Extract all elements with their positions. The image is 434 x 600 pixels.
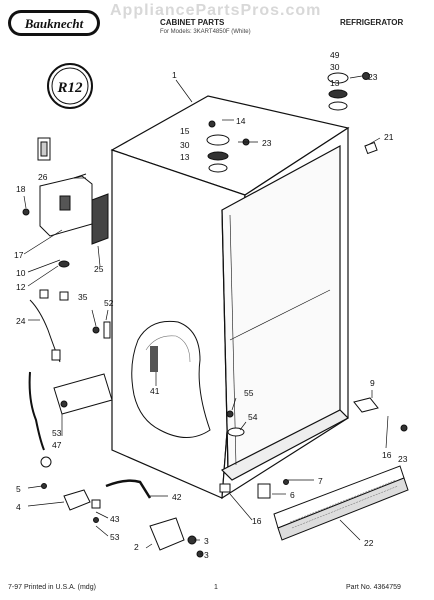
callout-6: 6 [290, 490, 295, 500]
callout-22: 22 [364, 538, 374, 548]
section-title: CABINET PARTS [160, 18, 225, 27]
callout-24: 24 [16, 316, 26, 326]
callout-55: 55 [244, 388, 254, 398]
callout-42: 42 [172, 492, 182, 502]
callout-23: 23 [368, 72, 378, 82]
callout-52: 52 [104, 298, 114, 308]
callout-30b: 30 [180, 140, 190, 150]
callout-4: 4 [16, 502, 21, 512]
callout-49: 49 [330, 50, 340, 60]
part-number: Part No. 4364759 [346, 584, 401, 591]
printed-note: 7-97 Printed in U.S.A. (mdg) [8, 584, 96, 591]
callout-13: 13 [330, 78, 340, 88]
callout-43: 43 [110, 514, 120, 524]
r12-badge: R12 [47, 63, 93, 109]
leader-lines [23, 75, 389, 555]
callout-16b: 16 [252, 516, 262, 526]
base-grille [273, 465, 409, 541]
brand-logo: Bauknecht [8, 10, 100, 36]
r12-text: R12 [56, 80, 83, 96]
product-name: REFRIGERATOR [340, 18, 404, 27]
callout-53b: 53 [110, 532, 120, 542]
callout-25: 25 [94, 264, 104, 274]
callout-3b: 3 [204, 550, 209, 560]
callout-21: 21 [384, 132, 394, 142]
callout-17: 17 [14, 250, 24, 260]
callout-26: 26 [38, 172, 48, 182]
callout-9: 9 [370, 378, 375, 388]
callout-3: 3 [204, 536, 209, 546]
callout-2: 2 [134, 542, 139, 552]
callout-18: 18 [16, 184, 26, 194]
left-side-parts [22, 137, 113, 489]
callout-5: 5 [16, 484, 21, 494]
callout-41: 41 [150, 386, 160, 396]
cabinet-body [110, 95, 350, 500]
callout-30: 30 [330, 62, 340, 72]
callout-15: 15 [180, 126, 190, 136]
callout-numbers: 1 49 30 13 23 14 15 30 13 23 21 26 18 17… [14, 50, 408, 560]
callout-47: 47 [52, 440, 62, 450]
foam-insulation [131, 320, 211, 438]
callout-12: 12 [16, 282, 26, 292]
callout-10: 10 [16, 268, 26, 278]
callout-14: 14 [236, 116, 246, 126]
callout-23c: 23 [398, 454, 408, 464]
callout-13b: 13 [180, 152, 190, 162]
upper-hinge-assembly [206, 72, 378, 173]
callout-35: 35 [78, 292, 88, 302]
callout-16: 16 [382, 450, 392, 460]
for-models: For Models: 3KART4850F (White) [160, 29, 251, 35]
callout-54: 54 [248, 412, 258, 422]
callout-23b: 23 [262, 138, 272, 148]
watermark: AppliancePartsPros.com [110, 2, 322, 19]
brand-name: Bauknecht [24, 16, 84, 31]
callout-1: 1 [172, 70, 177, 80]
bottom-parts [63, 397, 408, 558]
callout-7: 7 [318, 476, 323, 486]
callout-53: 53 [52, 428, 62, 438]
page-number: 1 [214, 584, 218, 591]
